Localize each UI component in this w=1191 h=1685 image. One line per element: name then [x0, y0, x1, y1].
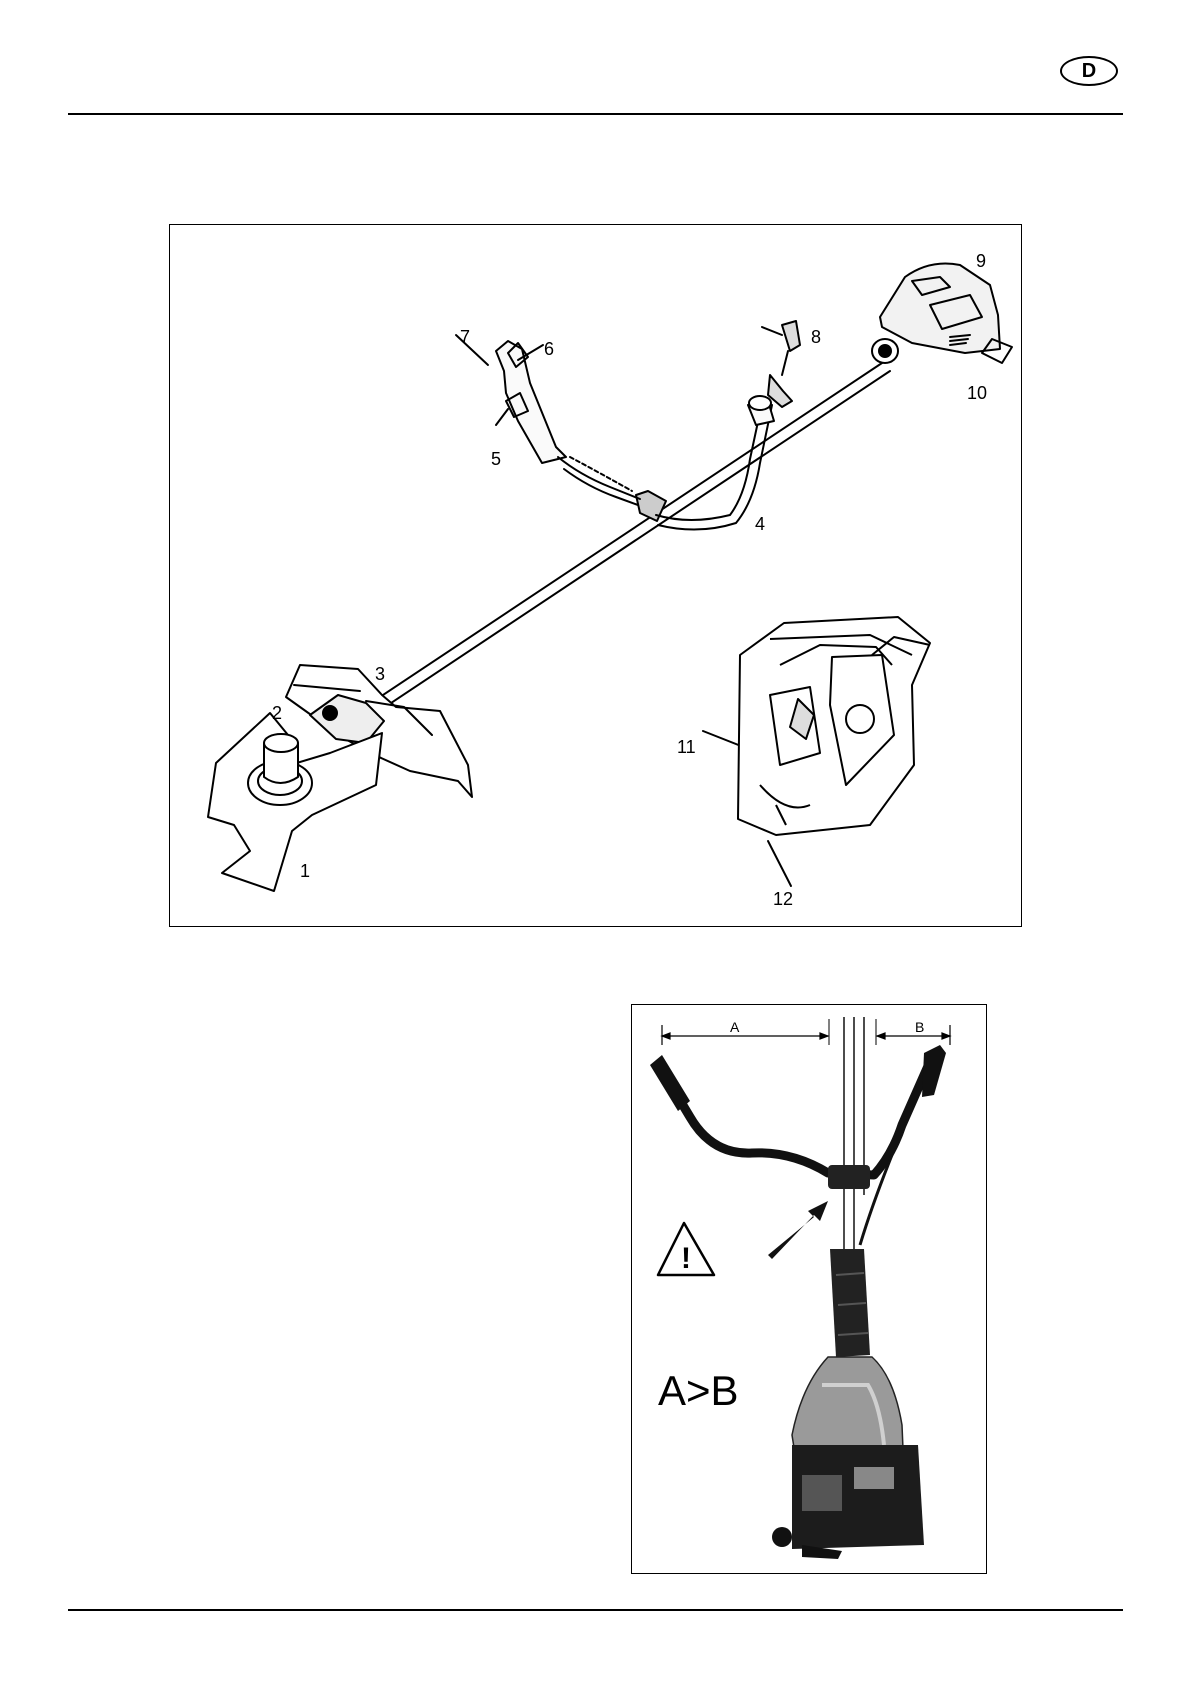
callout-5: 5: [491, 449, 501, 469]
callout-3: 3: [375, 664, 385, 684]
dimension-b-label: B: [915, 1019, 924, 1035]
footer-rule: [68, 1609, 1123, 1611]
handle-position-drawing: A B ! A>B: [632, 1005, 988, 1575]
callout-6: 6: [544, 339, 554, 359]
rule-text: A>B: [658, 1367, 739, 1414]
callout-11: 11: [677, 737, 696, 757]
callout-2: 2: [272, 703, 282, 723]
header-rule: [68, 113, 1123, 115]
language-badge: D: [1060, 56, 1118, 86]
brushcutter-parts-figure: 1 2 3 4 5 6 7 8 9 10 11 12: [169, 224, 1022, 927]
callout-12: 12: [773, 889, 793, 909]
throttle-connector: [782, 321, 800, 351]
callout-1: 1: [300, 861, 310, 881]
callout-10: 10: [967, 383, 987, 403]
callout-7: 7: [460, 327, 470, 347]
arrow-icon: [768, 1201, 828, 1259]
callout-4: 4: [755, 514, 765, 534]
right-grip: [922, 1045, 946, 1097]
handle-position-figure: A B ! A>B: [631, 1004, 987, 1574]
brushcutter-drawing: 1 2 3 4 5 6 7 8 9 10 11 12: [170, 225, 1023, 928]
left-grip: [650, 1055, 690, 1111]
warning-symbol: !: [681, 1242, 691, 1275]
warning-icon: !: [658, 1223, 714, 1275]
callout-8: 8: [811, 327, 821, 347]
handle-clamp: [828, 1165, 870, 1189]
dimension-a-label: A: [730, 1019, 740, 1035]
callout-9: 9: [976, 251, 986, 271]
